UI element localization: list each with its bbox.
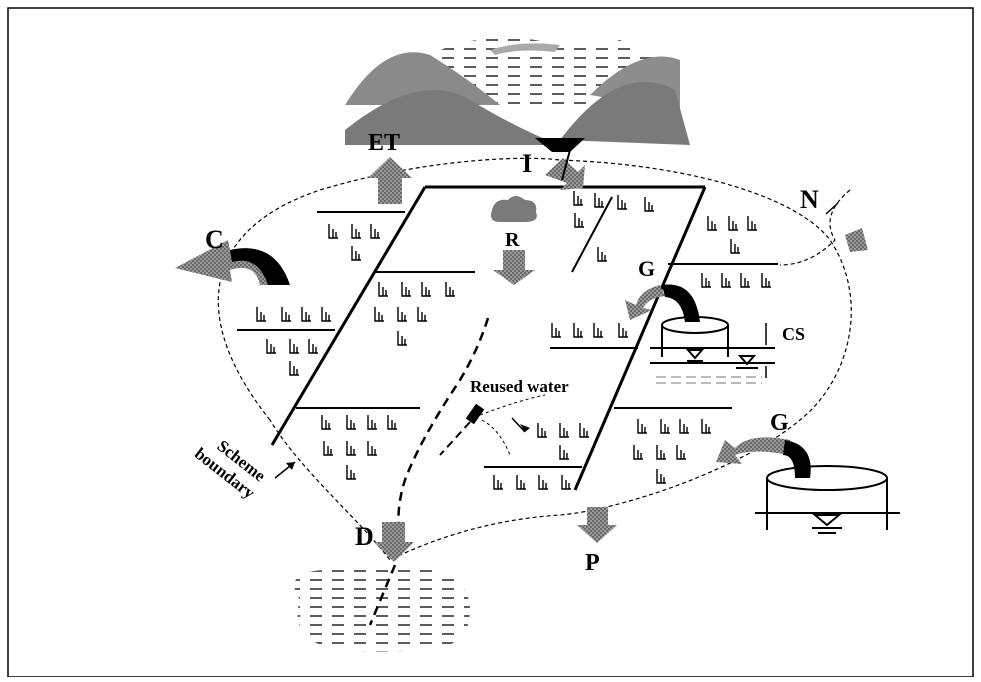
field-dividers (237, 196, 778, 468)
dam-outlet (535, 138, 585, 152)
et-label: ET (368, 130, 400, 156)
drainage-pond (294, 563, 470, 652)
well-g-label: G (638, 256, 655, 281)
percolation-label: P (585, 550, 600, 576)
drainage-path (397, 317, 490, 546)
aquifer-g-label: G (770, 410, 789, 436)
hill-left-front (345, 90, 560, 145)
percolation-arrow (577, 507, 617, 543)
well-arrow (625, 285, 665, 320)
reservoir-hills (345, 37, 690, 152)
scheme-boundary-label: Scheme boundary (191, 436, 270, 503)
rain-arrow (493, 250, 535, 285)
scheme-boundary (217, 157, 852, 561)
neighbour-label: N (800, 185, 819, 214)
capture-label: C (205, 225, 224, 254)
reused-water-label: Reused water (470, 377, 569, 396)
inflow-arrow (545, 158, 585, 190)
neighbour-arrow (845, 228, 868, 252)
capture-arrow-shadow (230, 248, 290, 285)
pump-icon (465, 403, 485, 425)
rain-label: R (505, 229, 520, 251)
aquifer-arrow (716, 437, 790, 464)
drainage-label: D (355, 522, 374, 551)
hill-left-back (345, 52, 500, 105)
et-arrow (368, 157, 412, 204)
drainage-arrow (374, 522, 414, 562)
cloud-icon (491, 196, 537, 222)
inflow-label: I (522, 149, 532, 178)
capillary-label: CS (782, 324, 805, 344)
aquifer-tank (755, 465, 900, 534)
well-tank (650, 316, 775, 369)
hill-right-front (560, 81, 690, 145)
capture-arrow (175, 240, 285, 285)
field-outline (270, 185, 707, 491)
